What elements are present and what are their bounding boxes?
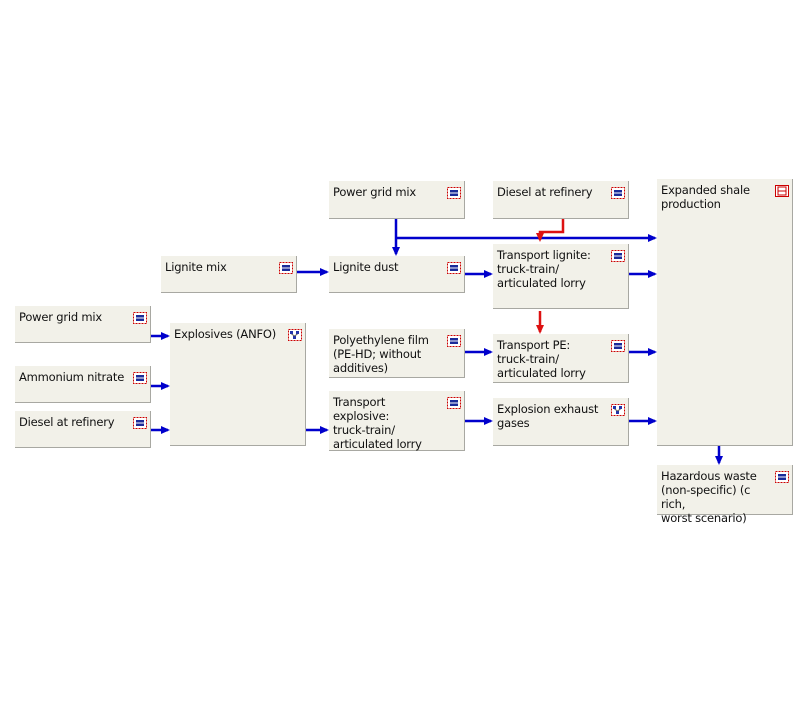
arrowhead	[161, 332, 170, 340]
process-icon	[279, 259, 293, 274]
arrowhead	[484, 417, 493, 425]
process-icon	[133, 369, 147, 384]
node-label: Explosives (ANFO)	[174, 327, 277, 341]
node-label: Transport explosive: truck-train/ articu…	[333, 395, 422, 451]
arrowhead	[648, 234, 657, 242]
node-label: Explosion exhaust gases	[497, 402, 599, 430]
node-lignite-mix[interactable]: Lignite mix	[161, 256, 297, 293]
node-label: Hazardous waste (non-specific) (c rich, …	[661, 469, 757, 525]
arrowhead	[484, 270, 493, 278]
arrowhead	[392, 247, 400, 256]
arrowhead	[536, 325, 544, 334]
edge-transport-pe-to-expanded-shale-production	[629, 348, 657, 356]
edge-diesel-at-refinery-left-to-explosives-anfo	[151, 426, 170, 434]
process-icon	[447, 394, 461, 409]
node-diesel-at-refinery-top[interactable]: Diesel at refinery	[493, 181, 629, 219]
node-polyethylene-film[interactable]: Polyethylene film (PE-HD; without additi…	[329, 329, 465, 378]
edge-expanded-shale-production-to-hazardous-waste	[715, 446, 723, 465]
edge-diesel-at-refinery-top-to-transport-lignite	[536, 219, 565, 242]
arrowhead	[320, 268, 329, 276]
edge-power-grid-mix-left-to-explosives-anfo	[151, 332, 170, 340]
unit-process-icon	[775, 182, 789, 197]
arrowhead	[161, 426, 170, 434]
process-icon	[133, 309, 147, 324]
node-power-grid-mix-top[interactable]: Power grid mix	[329, 181, 465, 219]
node-diesel-at-refinery-left[interactable]: Diesel at refinery	[15, 411, 151, 448]
process-icon	[611, 184, 625, 199]
plan-icon	[611, 401, 625, 416]
edge-lignite-dust-to-transport-lignite	[465, 270, 493, 278]
node-transport-lignite[interactable]: Transport lignite: truck-train/ articula…	[493, 244, 629, 309]
edge-transport-lignite-to-transport-pe	[536, 311, 544, 334]
node-label: Power grid mix	[333, 185, 417, 199]
edge-polyethylene-film-to-transport-pe	[465, 348, 493, 356]
edge-explosion-exhaust-gases-to-expanded-shale-production	[629, 417, 657, 425]
arrowhead	[715, 456, 723, 465]
edge-transport-explosive-to-explosion-exhaust-gases	[465, 417, 493, 425]
node-transport-explosive[interactable]: Transport explosive: truck-train/ articu…	[329, 391, 465, 451]
edge-explosives-anfo-to-transport-explosive	[306, 426, 329, 434]
process-icon	[447, 184, 461, 199]
arrowhead	[536, 233, 544, 242]
process-icon	[775, 468, 789, 483]
node-expanded-shale-production[interactable]: Expanded shale production	[657, 179, 793, 446]
node-label: Diesel at refinery	[497, 185, 593, 199]
node-label: Diesel at refinery	[19, 415, 115, 429]
node-hazardous-waste[interactable]: Hazardous waste (non-specific) (c rich, …	[657, 465, 793, 525]
node-explosives-anfo[interactable]: Explosives (ANFO)	[170, 323, 306, 446]
arrowhead	[648, 348, 657, 356]
process-icon	[133, 414, 147, 429]
process-icon	[611, 247, 625, 262]
edge-power-grid-mix-top-to-expanded-shale-production	[396, 234, 657, 242]
process-icon	[611, 337, 625, 352]
plan-icon	[288, 326, 302, 341]
node-transport-pe[interactable]: Transport PE: truck-train/ articulated l…	[493, 334, 629, 383]
arrowhead	[648, 270, 657, 278]
node-label: Polyethylene film (PE-HD; without additi…	[333, 333, 429, 375]
arrowhead	[161, 382, 170, 390]
node-label: Transport PE: truck-train/ articulated l…	[497, 338, 586, 380]
edge-transport-lignite-to-expanded-shale-production	[629, 270, 657, 278]
node-label: Lignite mix	[165, 260, 227, 274]
node-lignite-dust[interactable]: Lignite dust	[329, 256, 465, 293]
arrowhead	[648, 417, 657, 425]
process-icon	[447, 259, 461, 274]
node-ammonium-nitrate[interactable]: Ammonium nitrate	[15, 366, 151, 403]
node-label: Lignite dust	[333, 260, 399, 274]
arrowhead	[484, 348, 493, 356]
node-label: Ammonium nitrate	[19, 370, 125, 384]
node-label: Expanded shale production	[661, 183, 750, 211]
node-label: Transport lignite: truck-train/ articula…	[497, 248, 591, 290]
node-power-grid-mix-left[interactable]: Power grid mix	[15, 306, 151, 343]
edge-ammonium-nitrate-to-explosives-anfo	[151, 382, 170, 390]
edge-lignite-mix-to-lignite-dust	[297, 268, 329, 276]
edge-power-grid-mix-top-to-lignite-dust	[392, 219, 400, 256]
process-icon	[447, 332, 461, 347]
node-label: Power grid mix	[19, 310, 103, 324]
arrowhead	[320, 426, 329, 434]
node-explosion-exhaust-gases[interactable]: Explosion exhaust gases	[493, 398, 629, 446]
